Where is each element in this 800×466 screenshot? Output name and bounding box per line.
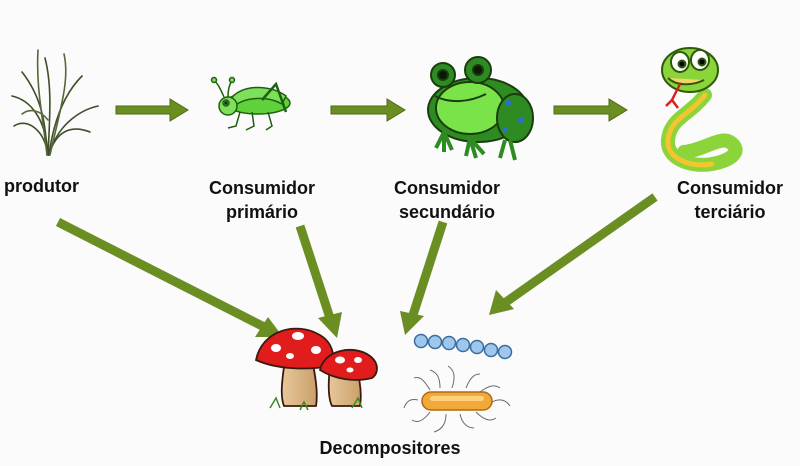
- frog-icon: [427, 56, 534, 161]
- arrow-produtor-to-primario: [115, 98, 189, 122]
- label-consumidor-secundario: Consumidor secundário: [377, 176, 517, 224]
- label-line-1: Consumidor: [677, 178, 783, 198]
- label-decompositores: Decompositores: [319, 438, 461, 458]
- bacteria-chain: [413, 333, 513, 360]
- chain-arrows: [115, 98, 628, 122]
- label-line-2: primário: [225, 202, 299, 222]
- snake-icon: [661, 47, 743, 172]
- label-line-1: Consumidor: [394, 178, 500, 198]
- grasshopper-icon: [210, 76, 291, 131]
- label-consumidor-terciario: Consumidor terciário: [664, 176, 796, 224]
- label-produtor: produtor: [4, 176, 79, 196]
- arrow-terciario-to-decompositores: [489, 193, 658, 315]
- mushroom-icon: [254, 327, 378, 411]
- label-consumidor-primario: Consumidor primário: [192, 176, 332, 224]
- label-line-2: terciário: [694, 202, 766, 222]
- arrow-primario-to-secundario: [330, 98, 406, 122]
- bacillus: [403, 365, 511, 433]
- grass-plant-icon: [11, 49, 99, 156]
- arrow-primario-to-decompositores: [295, 224, 342, 338]
- decomposer-arrows: [55, 193, 658, 338]
- label-line-2: secundário: [398, 202, 496, 222]
- arrow-produtor-to-decompositores: [55, 217, 283, 337]
- arrow-secundario-to-decompositores: [400, 220, 448, 335]
- label-line-1: Consumidor: [209, 178, 315, 198]
- arrow-secundario-to-terciario: [553, 98, 628, 122]
- bacteria-icon: [403, 333, 513, 433]
